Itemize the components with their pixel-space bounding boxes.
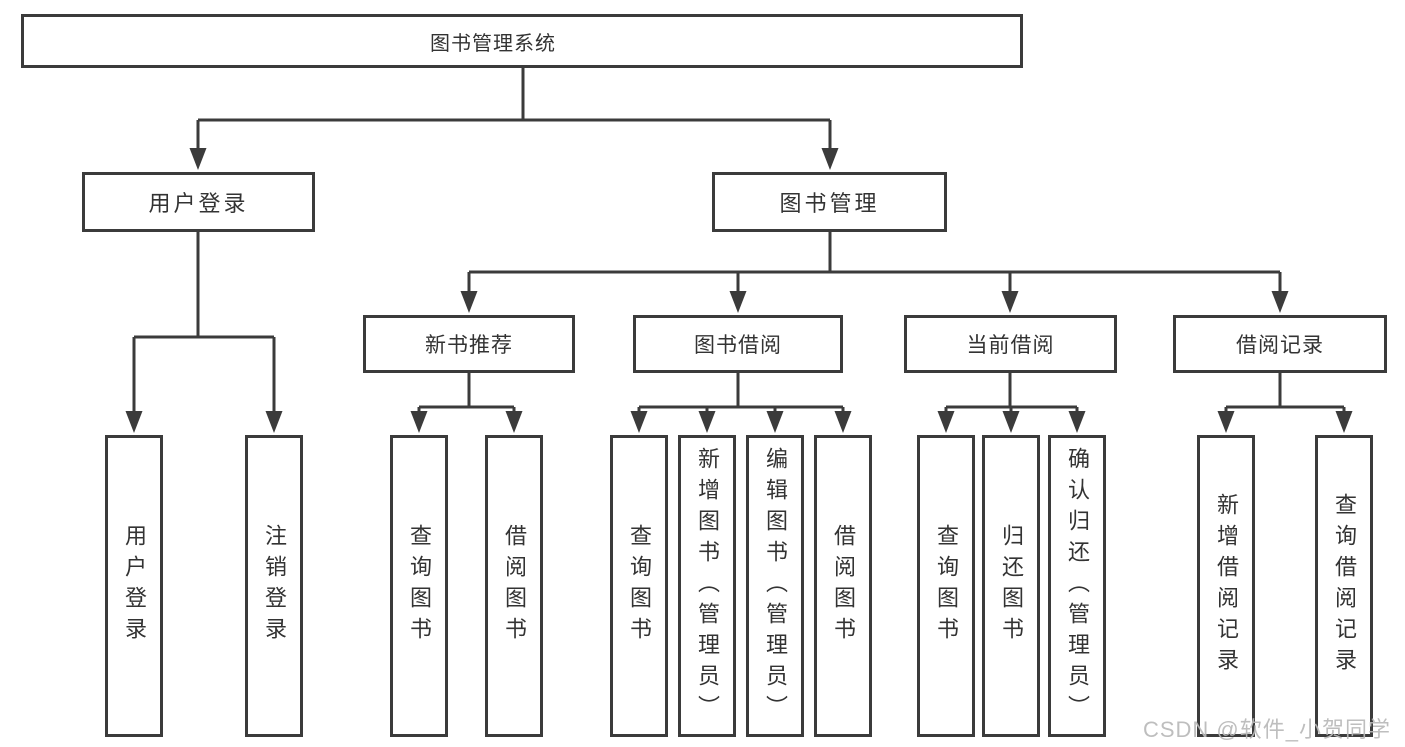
arrow-down-icon: [1217, 411, 1235, 433]
leaf-label: 借阅图书: [502, 524, 527, 648]
arrow-down-icon: [821, 148, 839, 170]
node-label: 借阅记录: [1236, 334, 1324, 357]
arrow-down-icon: [834, 411, 852, 433]
arrow-down-icon: [1002, 411, 1020, 433]
arrow-down-icon: [1068, 411, 1086, 433]
leaf-query-borrow-record: 查询借阅记录: [1315, 435, 1373, 737]
connector-borrow-records: [1224, 373, 1346, 413]
arrow-down-icon: [460, 291, 478, 313]
leaf-query-books-2: 查询图书: [610, 435, 668, 737]
leaf-label: 注销登录: [262, 524, 287, 648]
connector-user-login: [132, 232, 276, 413]
leaf-query-books: 查询图书: [390, 435, 448, 737]
leaf-label: 归还图书: [999, 524, 1024, 648]
node-new-book-recommend: 新书推荐: [363, 315, 575, 373]
leaf-label: 借阅图书: [831, 524, 856, 648]
connector-root: [196, 68, 832, 150]
node-book-borrowing: 图书借阅: [633, 315, 843, 373]
leaf-add-book-admin: 新增图书（管理员）: [678, 435, 736, 737]
leaf-add-borrow-record: 新增借阅记录: [1197, 435, 1255, 737]
leaf-borrow-books: 借阅图书: [485, 435, 543, 737]
leaf-label: 查询图书: [934, 524, 959, 648]
leaf-logout: 注销登录: [245, 435, 303, 737]
arrow-down-icon: [729, 291, 747, 313]
arrow-down-icon: [265, 411, 283, 433]
node-borrow-records: 借阅记录: [1173, 315, 1387, 373]
node-book-management: 图书管理: [712, 172, 947, 232]
connector-new-book-recommend: [417, 373, 516, 413]
node-label: 用户登录: [148, 191, 249, 216]
connector-book-management: [467, 232, 1282, 293]
leaf-label: 查询图书: [627, 524, 652, 648]
node-label: 图书管理系统: [430, 32, 556, 55]
arrowheads: [125, 148, 1353, 433]
arrow-down-icon: [698, 411, 716, 433]
leaf-label: 编辑图书（管理员）: [763, 446, 788, 726]
arrow-down-icon: [1271, 291, 1289, 313]
leaf-borrow-books-2: 借阅图书: [814, 435, 872, 737]
connector-current-borrowing: [944, 373, 1079, 413]
leaf-label: 新增借阅记录: [1214, 493, 1239, 679]
leaf-label: 用户登录: [122, 524, 147, 648]
leaf-query-books-3: 查询图书: [917, 435, 975, 737]
arrow-down-icon: [1335, 411, 1353, 433]
node-label: 图书管理: [779, 191, 880, 216]
node-current-borrowing: 当前借阅: [904, 315, 1117, 373]
leaf-label: 确认归还（管理员）: [1065, 446, 1090, 726]
leaf-edit-book-admin: 编辑图书（管理员）: [746, 435, 804, 737]
leaf-return-books: 归还图书: [982, 435, 1040, 737]
node-label: 图书借阅: [694, 334, 782, 357]
leaf-label: 查询借阅记录: [1332, 493, 1357, 679]
arrow-down-icon: [125, 411, 143, 433]
arrow-down-icon: [630, 411, 648, 433]
node-label: 新书推荐: [425, 334, 513, 357]
arrow-down-icon: [1001, 291, 1019, 313]
arrow-down-icon: [505, 411, 523, 433]
csdn-watermark: CSDN @软件_小贺同学: [1142, 717, 1391, 742]
leaf-label: 新增图书（管理员）: [695, 446, 720, 726]
node-user-login: 用户登录: [82, 172, 315, 232]
arrow-down-icon: [766, 411, 784, 433]
leaf-user-login: 用户登录: [105, 435, 163, 737]
node-library-system: 图书管理系统: [21, 14, 1023, 68]
leaf-label: 查询图书: [407, 524, 432, 648]
leaf-confirm-return-admin: 确认归还（管理员）: [1048, 435, 1106, 737]
arrow-down-icon: [937, 411, 955, 433]
arrow-down-icon: [410, 411, 428, 433]
arrow-down-icon: [189, 148, 207, 170]
node-label: 当前借阅: [966, 334, 1055, 357]
connector-book-borrowing: [637, 373, 845, 413]
